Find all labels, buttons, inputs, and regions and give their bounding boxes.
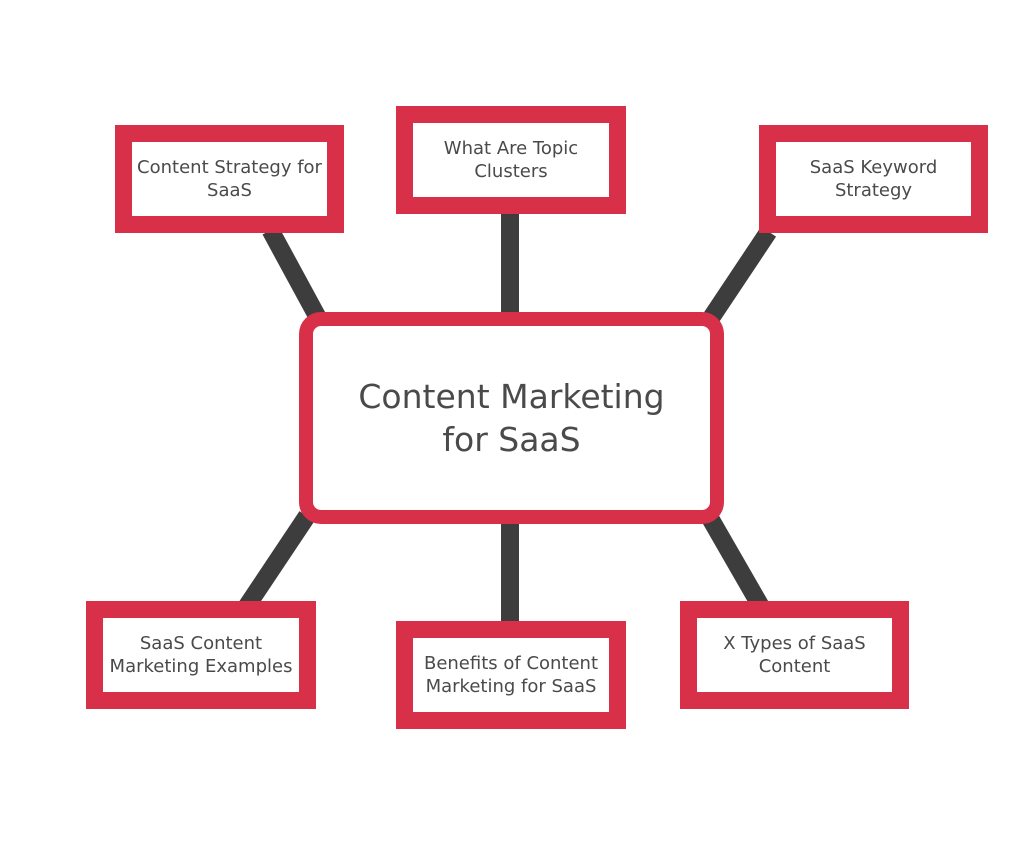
node-keyword-strategy-label: SaaS Keyword Strategy <box>809 157 938 201</box>
node-content-examples: SaaS Content Marketing Examples <box>86 601 316 709</box>
node-content-types: X Types of SaaS Content <box>680 601 909 709</box>
node-benefits: Benefits of Content Marketing for SaaS <box>396 621 626 729</box>
connector-top-center <box>501 211 519 317</box>
node-topic-clusters-label: What Are Topic Clusters <box>443 138 579 182</box>
connector-bottom-center <box>501 520 519 624</box>
connector-bottom-right <box>700 510 770 612</box>
connector-top-right <box>703 226 777 322</box>
connector-top-left <box>262 225 327 325</box>
node-content-examples-label: SaaS Content Marketing Examples <box>109 633 293 677</box>
node-benefits-label: Benefits of Content Marketing for SaaS <box>423 653 599 697</box>
node-content-strategy: Content Strategy for SaaS <box>115 125 344 233</box>
node-content-types-label: X Types of SaaS Content <box>723 633 866 677</box>
node-keyword-strategy: SaaS Keyword Strategy <box>759 125 988 233</box>
node-content-strategy-label: Content Strategy for SaaS <box>137 157 322 201</box>
connector-bottom-left <box>239 511 314 611</box>
center-node: Content Marketing for SaaS <box>299 312 724 524</box>
center-node-label: Content Marketing for SaaS <box>358 377 665 459</box>
node-topic-clusters: What Are Topic Clusters <box>396 106 626 214</box>
